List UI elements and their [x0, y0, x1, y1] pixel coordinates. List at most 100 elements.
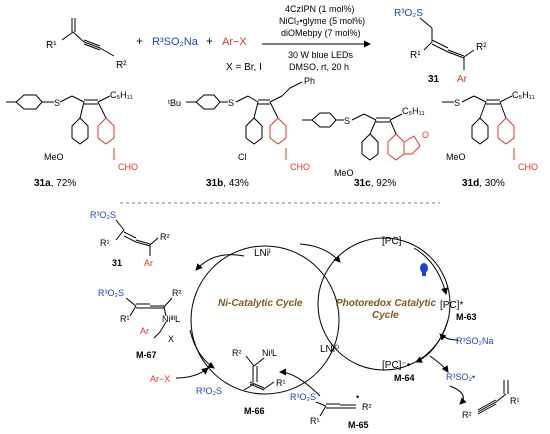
example-31c-yield: , 92%	[371, 178, 397, 189]
m67-sulfonyl: R³O₂S	[98, 288, 124, 298]
m67-r1: R¹	[120, 314, 130, 324]
example-31b-top: Ph	[304, 76, 315, 86]
mech-arx: Ar−X	[150, 374, 170, 384]
condition-5: DMSO, rt, 20 h	[289, 62, 349, 72]
sulfinate-reagent: R³SO₂Na	[152, 36, 199, 48]
mech-product-r1: R¹	[100, 238, 110, 248]
ni-cycle-label: Ni-Catalytic Cycle	[218, 298, 303, 309]
example-31b-ar-sub: CHO	[290, 162, 310, 172]
enyne-r1: R¹	[46, 40, 57, 51]
starting-enyne	[61, 18, 115, 57]
example-31d-yield: , 30%	[479, 178, 505, 189]
example-31d-top: C₅H₁₁	[512, 90, 535, 100]
example-31b-yield: , 43%	[223, 178, 249, 189]
r3so2na-mech: R³SO₂Na	[456, 336, 494, 346]
m65-label: M-65	[348, 420, 369, 430]
m65-sulfonyl: R³O₂S	[290, 392, 316, 402]
m67-ni: NiᴵᴵᴵL	[162, 314, 180, 324]
condition-4: 30 W blue LEDs	[288, 50, 354, 60]
ni-cycle-circle	[190, 245, 340, 395]
example-31c-aryl-sub: MeO	[334, 168, 354, 178]
m66-r1: R¹	[276, 378, 286, 388]
example-31c-structure	[302, 112, 421, 161]
arrow-sulfinate-in	[439, 333, 459, 341]
plus-sign-2: +	[206, 34, 213, 48]
example-31a-id: 31a	[34, 178, 51, 189]
lni-0: LNi⁰	[320, 344, 339, 355]
example-31d-id: 31d	[462, 178, 479, 189]
arrow-pcstar-to-pcminus	[415, 319, 449, 363]
m66-sulfonyl: R³O₂S	[196, 386, 222, 396]
m65-r1: R¹	[310, 416, 320, 426]
m64: M-64	[394, 373, 415, 383]
m66-ni: NiᴵL	[262, 348, 277, 358]
arrow-m65-to-m66	[279, 368, 321, 397]
example-31b-tbu: ᵗBu	[168, 98, 181, 108]
arrow-enyne-radical	[449, 385, 467, 405]
product-sulfonyl: R³O₂S	[394, 8, 423, 19]
blue-led-icon	[420, 263, 428, 276]
m67-label: M-67	[136, 350, 157, 360]
condition-1: 4CzIPN (1 mol%)	[285, 4, 355, 14]
example-31d-structure	[442, 95, 515, 160]
example-31c-label: 31c, 92%	[354, 178, 396, 189]
m66-skeleton	[243, 355, 275, 391]
photoredox-cycle-circle	[317, 237, 451, 371]
example-31b-structure	[186, 81, 303, 160]
m67-ar: Ar	[140, 326, 149, 336]
m67-x: X	[168, 334, 174, 344]
enyne-r2: R²	[116, 60, 127, 71]
arrow-pc-to-pcstar	[413, 247, 448, 295]
product-label: 31	[428, 74, 440, 85]
mech-product-ar: Ar	[144, 258, 153, 268]
pc-minus: [PC]⁻•	[382, 360, 411, 371]
example-31a-top: C₅H₁₁	[110, 90, 133, 100]
example-31b-id: 31b	[206, 178, 223, 189]
pc: [PC]	[382, 236, 402, 247]
mech-enyne-r2: R²	[462, 410, 472, 420]
m65-radical-dot: •	[356, 392, 359, 402]
example-31c-top: C₅H₁₁	[402, 106, 425, 116]
example-31c-id: 31c	[354, 178, 371, 189]
r3so2-radical: R³SO₂•	[446, 372, 475, 382]
example-31b-aryl-sub: Cl	[238, 152, 247, 162]
m67-skeleton	[125, 297, 173, 339]
example-31a-structure	[6, 94, 115, 160]
example-31d-sulfonyl: S	[454, 98, 460, 108]
example-31a-ar-sub: CHO	[118, 162, 138, 172]
example-31b-sulfonyl: S	[228, 98, 234, 108]
m66-r2: R²	[232, 348, 242, 358]
x-note: X = Br, I	[226, 62, 262, 73]
condition-2: NiCl₂•glyme (5 mol%)	[279, 16, 365, 26]
example-31c-sulfonyl: S	[344, 116, 350, 126]
condition-3: diOMebpy (7 mol%)	[281, 28, 361, 38]
mech-enyne	[477, 380, 509, 415]
product-r2: R²	[476, 42, 487, 53]
example-31a-label: 31a, 72%	[34, 178, 76, 189]
m63: M-63	[456, 312, 477, 322]
arrow-radical-out	[429, 355, 449, 373]
mech-product-r2: R²	[160, 232, 170, 242]
example-31a-yield: , 72%	[51, 178, 77, 189]
arrow-lni-to-top	[195, 254, 245, 271]
m65-r2: R²	[362, 402, 372, 412]
example-31a-sulfonyl: S	[54, 98, 60, 108]
example-31b-label: 31b, 43%	[206, 178, 249, 189]
aryl-halide-reagent: Ar−X	[222, 36, 247, 48]
example-31c-ar-sub: O	[422, 130, 429, 140]
pc-star: [PC]*	[440, 300, 463, 311]
lni-i: LNiᴵ	[254, 248, 271, 259]
arrow-m67-down	[189, 329, 215, 369]
arrow-lni0-to-lni	[299, 243, 341, 263]
mech-product-sulfonyl: R³O₂S	[90, 210, 116, 220]
product-r1: R¹	[410, 50, 421, 61]
mech-product-label: 31	[112, 258, 122, 268]
example-31d-label: 31d, 30%	[462, 178, 505, 189]
m67-r2: R²	[172, 288, 182, 298]
plus-sign-1: +	[136, 34, 143, 48]
photoredox-cycle-label-2: Cycle	[372, 310, 399, 321]
m65-skeleton	[315, 401, 356, 417]
m66-label: M-66	[244, 406, 265, 416]
example-31a-aryl-sub: MeO	[44, 152, 64, 162]
